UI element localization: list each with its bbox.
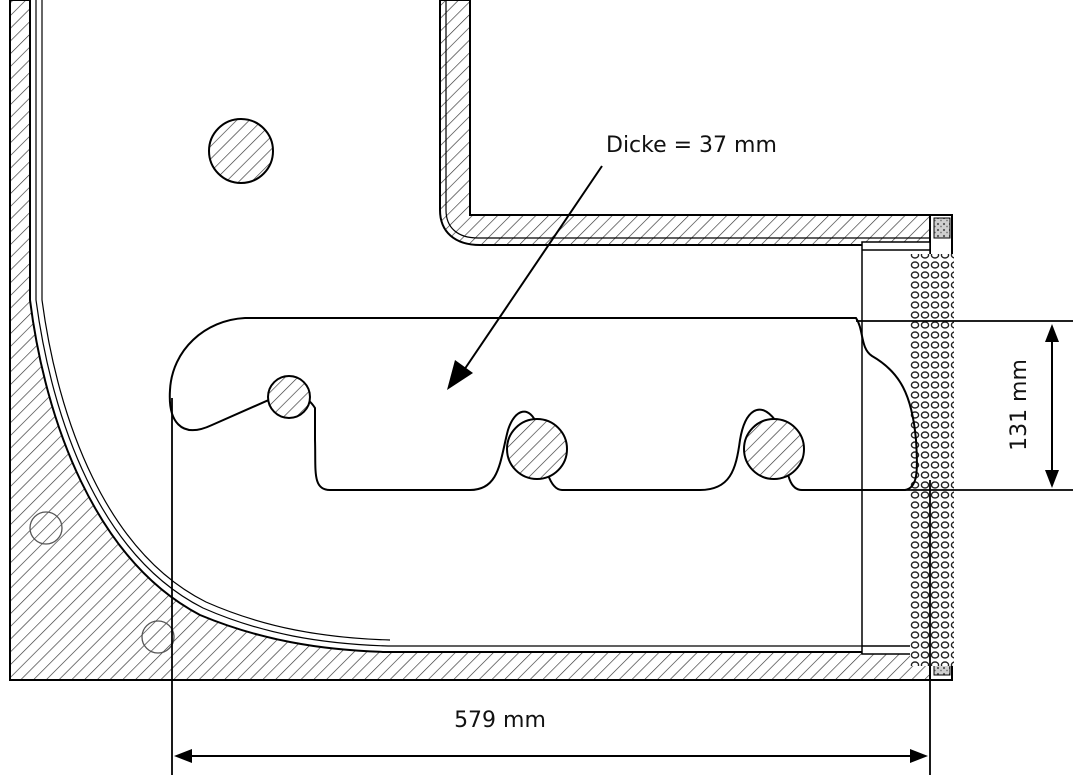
corner-block-top (933, 217, 951, 239)
leader-arrowhead (447, 360, 473, 390)
housing-left-wall (9, 0, 931, 681)
bolt-hole (141, 620, 175, 654)
round-support (208, 118, 274, 184)
leader-line (459, 165, 603, 377)
length-label: 579 mm (454, 708, 546, 733)
duct-wall (439, 0, 953, 246)
round-support (743, 418, 805, 480)
dimension-arrowhead (174, 749, 192, 763)
dimension-arrowhead (910, 749, 928, 763)
round-support (506, 418, 568, 480)
bolt-hole (29, 511, 63, 545)
round-support (267, 375, 311, 419)
dimension-arrowhead (1045, 324, 1059, 342)
dimension-arrowhead (1045, 470, 1059, 488)
thickness-label: Dicke = 37 mm (606, 133, 777, 158)
housing-liner-line (35, 0, 930, 647)
duct-wall-liner (445, 0, 952, 239)
housing-liner-line (41, 0, 391, 641)
height-label: 131 mm (1007, 359, 1032, 451)
